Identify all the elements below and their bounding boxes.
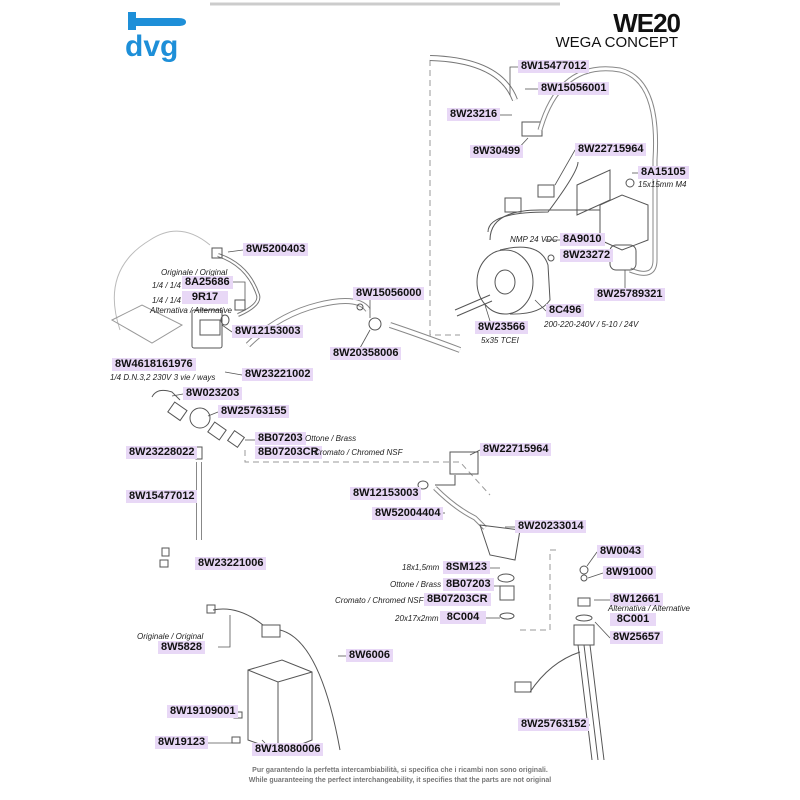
part-note: 200-220-240V / 5-10 / 24V [544,320,639,329]
part-label[interactable]: 8W23216 [447,108,501,121]
part-note: 15x15mm M4 [638,180,687,189]
part-label[interactable]: 8W0043 [597,545,644,558]
part-note: 1/4 / 1/4 [152,296,181,305]
part-note: 20x17x2mm [395,614,439,623]
part-label[interactable]: 8W25789321 [594,288,666,301]
part-label[interactable]: 8A25686 [182,276,233,289]
part-label[interactable]: 8W023203 [183,387,243,400]
page-title: WE20 [613,8,681,38]
disclaimer-italian: Pur garantendo la perfetta intercambiabi… [252,767,548,774]
part-label[interactable]: 8W20233014 [515,520,587,533]
part-label[interactable]: 8W25763155 [218,405,290,418]
part-label[interactable]: 8W15477012 [126,490,198,503]
part-label[interactable]: 8W4618161976 [112,358,196,371]
part-label[interactable]: 8W5828 [158,641,205,654]
part-label[interactable]: 8W12153003 [232,325,304,338]
part-label[interactable]: 8W20358006 [330,347,402,360]
part-label[interactable]: 8W23221002 [242,368,314,381]
part-label[interactable]: 8W22715964 [575,143,647,156]
part-note: Cromato / Chromed NSF [314,448,403,457]
part-label[interactable]: 8B07203CR [255,446,322,459]
part-label[interactable]: 8W23228022 [126,446,198,459]
part-label[interactable]: 8W15056000 [353,287,425,300]
part-label[interactable]: 8W12661 [610,593,664,606]
part-label[interactable]: 8SM123 [443,561,490,574]
part-label[interactable]: 8A9010 [560,233,605,246]
disclaimer-english: While guaranteeing the perfect interchan… [248,777,552,784]
part-label[interactable]: 8W23272 [560,249,614,262]
part-label[interactable]: 8W52004404 [372,507,444,520]
dvg-logo: dvg [125,12,186,63]
part-label[interactable]: 8W15477012 [518,60,590,73]
page-subtitle: WEGA CONCEPT [555,34,678,51]
part-label[interactable]: 8B07203CR [424,593,491,606]
part-label[interactable]: 8W18080006 [252,743,324,756]
part-note: NMP 24 VDC [510,235,558,244]
part-label[interactable]: 9R17 [182,291,228,304]
part-label[interactable]: 8W23221006 [195,557,267,570]
part-label[interactable]: 8W22715964 [480,443,552,456]
part-label[interactable]: 8W19123 [155,736,209,749]
part-note: Alternativa / Alternative [150,306,232,315]
part-note: 5x35 TCEI [481,336,519,345]
part-note: Ottone / Brass [390,580,442,589]
part-label[interactable]: 8A15105 [638,166,689,179]
part-label[interactable]: 8C496 [546,304,585,317]
part-note: Originale / Original [161,268,228,277]
part-label[interactable]: 8W30499 [470,145,524,158]
component-drawings [110,55,659,761]
part-note: Originale / Original [137,632,204,641]
part-label[interactable]: 8C004 [440,611,486,624]
part-note: Cromato / Chromed NSF [335,596,424,605]
part-label[interactable]: 8W5200403 [243,243,309,256]
part-label[interactable]: 8W91000 [603,566,657,579]
svg-text:dvg: dvg [125,30,178,63]
part-label[interactable]: 8W12153003 [350,487,422,500]
part-note: 1/4 / 1/4 [152,281,181,290]
part-label[interactable]: 8B07203 [443,578,494,591]
part-note: 18x1,5mm [402,563,440,572]
part-note: Alternativa / Alternative [608,604,690,613]
part-label[interactable]: 8W19109001 [167,705,239,718]
part-note: Ottone / Brass [305,434,357,443]
part-label[interactable]: 8W15056001 [538,82,610,95]
part-label[interactable]: 8W6006 [346,649,393,662]
part-label[interactable]: 8B07203 [255,432,306,445]
part-label[interactable]: 8C001 [610,613,656,626]
part-label[interactable]: 8W25763152 [518,718,590,731]
part-label[interactable]: 8W23566 [475,321,529,334]
part-label[interactable]: 8W25657 [610,631,664,644]
part-note: 1/4 D.N.3,2 230V 3 vie / ways [110,373,216,382]
